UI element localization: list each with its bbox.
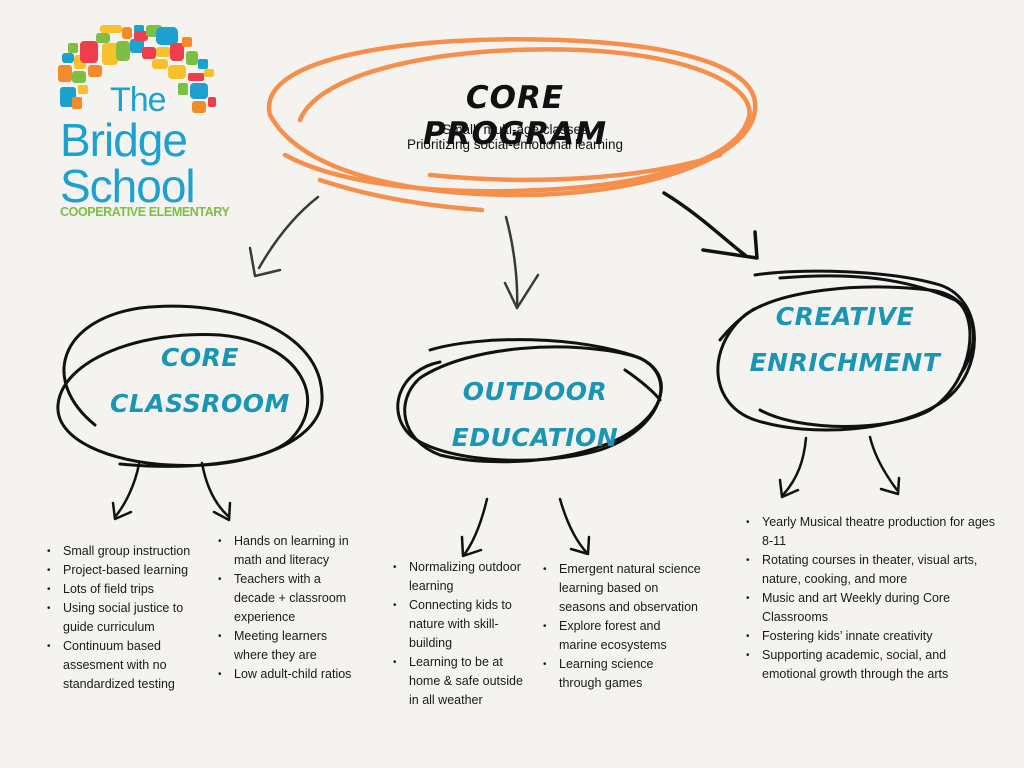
creative-enrichment-title-line2: ENRICHMENT xyxy=(749,348,941,377)
creative-enrichment-ring xyxy=(716,269,976,432)
core-classroom-title: CORE CLASSROOM xyxy=(90,335,310,427)
core-program-subtitle-line2: Prioritizing social-emotional learning xyxy=(406,137,624,152)
logo-subtitle: COOPERATIVE ELEMENTARY xyxy=(60,205,230,219)
creative-enrichment-title-line1: CREATIVE xyxy=(775,302,915,331)
core-program-subtitle: Small, multi-age classes Prioritizing so… xyxy=(360,122,670,152)
creative-enrichment-title: CREATIVE ENRICHMENT xyxy=(730,294,960,386)
outdoor-education-title-line2: EDUCATION xyxy=(451,423,619,452)
list-item: Explore forest and marine ecosystems xyxy=(543,617,684,655)
list-item: Normalizing outdoor learning xyxy=(393,558,549,596)
list-item: Teachers with a decade + classroom exper… xyxy=(218,570,354,627)
list-item: Rotating courses in theater, visual arts… xyxy=(746,551,1002,589)
core-classroom-list-left: Small group instruction Project-based le… xyxy=(47,542,223,694)
logo-word-the: The xyxy=(110,81,167,119)
list-item: Hands on learning in math and literacy xyxy=(218,532,374,570)
outdoor-education-title: OUTDOOR EDUCATION xyxy=(420,369,650,461)
list-item: Connecting kids to nature with skill-bui… xyxy=(393,596,524,653)
arrow-to-outdoor-education xyxy=(504,215,519,310)
list-item: Small group instruction xyxy=(47,542,223,561)
list-item: Low adult-child ratios xyxy=(218,665,374,684)
core-program-subtitle-line1: Small, multi-age classes xyxy=(442,122,588,137)
list-item: Project-based learning xyxy=(47,561,223,580)
core-program-title: CORE PROGRAM xyxy=(422,80,608,152)
list-item: Meeting learners where they are xyxy=(218,627,354,665)
list-item: Continuum based assesment with no standa… xyxy=(47,637,188,694)
arrow-to-creative-enrichment xyxy=(662,191,747,257)
core-classroom-list-right: Hands on learning in math and literacy T… xyxy=(218,532,374,684)
core-program-ring xyxy=(266,37,758,213)
outdoor-education-list-left: Normalizing outdoor learning Connecting … xyxy=(393,558,549,710)
bridge-school-logo: The Bridge School COOPERATIVE ELEMENTARY xyxy=(58,25,230,220)
list-item: Fostering kids’ innate creativity xyxy=(746,627,1002,646)
outdoor-education-ring xyxy=(396,338,663,464)
list-item: Supporting academic, social, and emotion… xyxy=(746,646,977,684)
list-item: Yearly Musical theatre production for ag… xyxy=(746,513,1002,551)
list-item: Lots of field trips xyxy=(47,580,223,599)
list-item: Learning to be at home & safe outside in… xyxy=(393,653,534,710)
outdoor-education-list-right: Emergent natural science learning based … xyxy=(543,560,704,693)
outdoor-education-title-line1: OUTDOOR xyxy=(462,377,608,406)
list-item: Emergent natural science learning based … xyxy=(543,560,704,617)
creative-enrichment-list: Yearly Musical theatre production for ag… xyxy=(746,513,1002,684)
core-classroom-title-line2: CLASSROOM xyxy=(110,389,290,418)
list-item: Using social justice to guide curriculum xyxy=(47,599,193,637)
arrow-to-core-classroom xyxy=(257,195,320,270)
logo-word-school: School xyxy=(60,160,196,212)
mosaic-arch-icon xyxy=(58,25,216,113)
core-classroom-title-line1: CORE xyxy=(161,343,239,372)
list-item: Learning science through games xyxy=(543,655,669,693)
list-item: Music and art Weekly during Core Classro… xyxy=(746,589,962,627)
core-classroom-ring xyxy=(56,304,324,468)
logo-word-bridge: Bridge xyxy=(60,114,188,166)
